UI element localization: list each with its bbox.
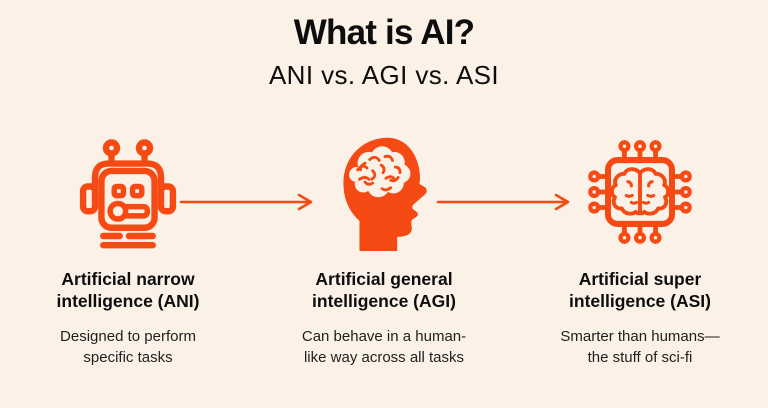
robot-icon — [73, 131, 183, 253]
brain-head-icon — [331, 131, 437, 253]
stage-title-line: intelligence (ANI) — [56, 291, 200, 312]
stage-ani: Artificial narrow intelligence (ANI) Des… — [0, 131, 256, 368]
page-subtitle: ANI vs. AGI vs. ASI — [268, 60, 500, 90]
stage-agi: Artificial general intelligence (AGI) Ca… — [256, 131, 512, 368]
stage-desc-line: Designed to perform — [60, 327, 196, 345]
stage-description: Smarter than humans— the stuff of sci-fi — [560, 326, 719, 369]
stage-title-line: Artificial super — [578, 269, 702, 289]
stage-title-line: intelligence (AGI) — [312, 291, 456, 312]
arrow-right-icon — [436, 192, 574, 217]
stage-title: Artificial general intelligence (AGI) — [312, 268, 456, 313]
stage-desc-line: the stuff of sci-fi — [587, 349, 693, 367]
stage-title-line: Artificial narrow — [61, 269, 195, 289]
stage-title: Artificial narrow intelligence (ANI) — [57, 268, 200, 313]
stage-desc-line: like way across all tasks — [303, 349, 465, 367]
stage-asi: Artificial super intelligence (ASI) Smar… — [512, 131, 768, 368]
stage-desc-line: Smarter than humans— — [560, 327, 720, 345]
ai-chip-icon — [583, 131, 697, 253]
stage-title-line: intelligence (ASI) — [569, 291, 711, 312]
stage-title-line: Artificial general — [315, 269, 453, 289]
stages-row: Artificial narrow intelligence (ANI) Des… — [0, 131, 768, 368]
stage-desc-line: specific tasks — [83, 349, 173, 367]
stage-description: Can behave in a human- like way across a… — [302, 326, 466, 369]
stage-desc-line: Can behave in a human- — [301, 327, 467, 345]
stage-title: Artificial super intelligence (ASI) — [569, 268, 711, 313]
stage-description: Designed to perform specific tasks — [60, 326, 196, 369]
arrow-right-icon — [179, 192, 317, 217]
page-title: What is AI? — [293, 13, 475, 52]
